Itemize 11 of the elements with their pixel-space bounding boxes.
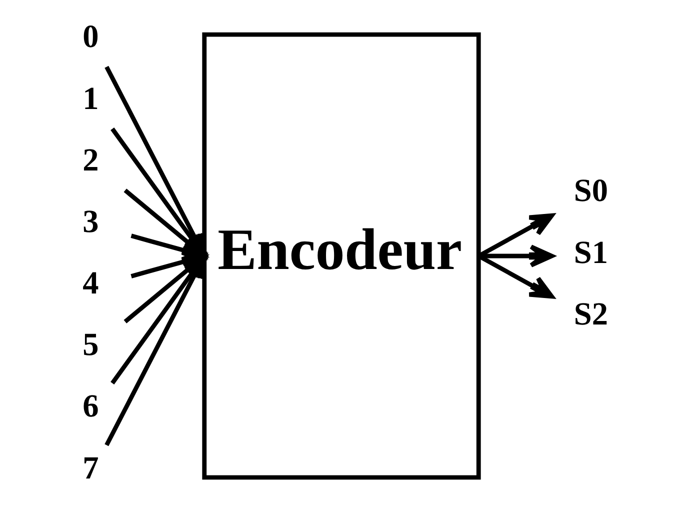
node-text: S2 (574, 295, 608, 332)
node-text: 7 (82, 449, 99, 486)
node-text: 2 (82, 141, 99, 178)
node-text: 0 (82, 18, 99, 54)
node-text: S0 (574, 172, 608, 208)
node-text: 6 (82, 388, 99, 424)
node-text: 1 (82, 80, 99, 116)
node-text: 5 (82, 326, 99, 362)
node-text: S1 (574, 234, 608, 270)
node-text: 4 (82, 264, 99, 301)
node-text: 3 (82, 202, 99, 239)
